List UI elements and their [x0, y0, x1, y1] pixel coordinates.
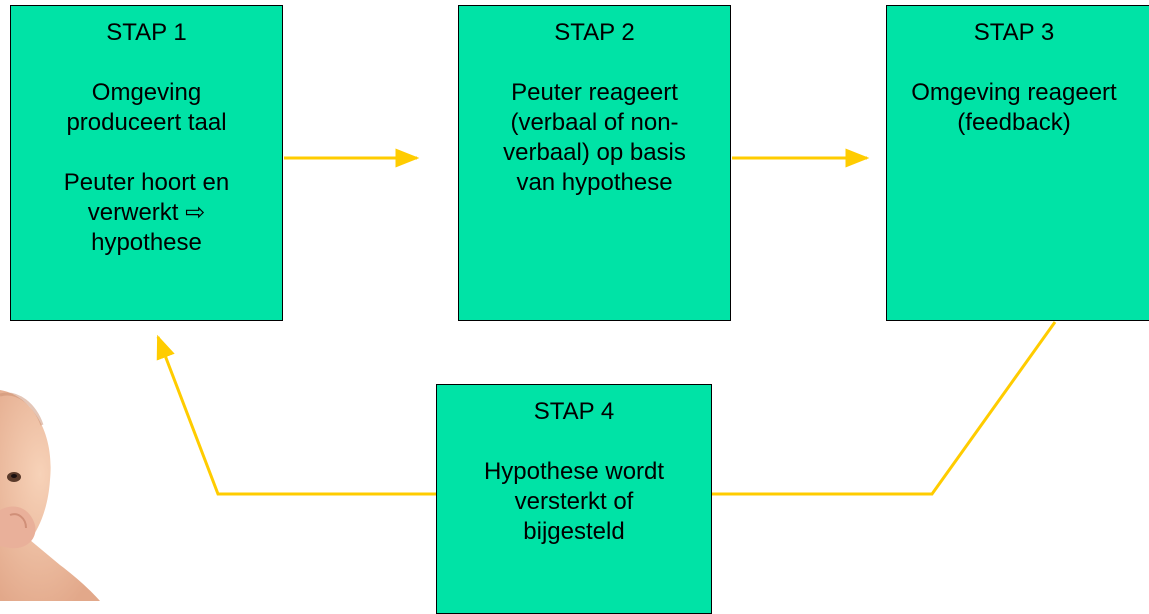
- step-2-box: STAP 2 Peuter reageert (verbaal of non- …: [458, 5, 731, 321]
- step-1-line: produceert taal: [66, 109, 227, 136]
- step-4-box: STAP 4 Hypothese wordt versterkt of bijg…: [436, 384, 712, 614]
- step-1-line: verwerkt ⇨: [87, 199, 206, 226]
- step-3-title: STAP 3: [973, 19, 1055, 46]
- step-3-line: Omgeving reageert: [911, 79, 1117, 106]
- arrow-step4-to-step1: [156, 334, 436, 496]
- step-1-line: Omgeving: [91, 79, 202, 106]
- step-2-line: Peuter reageert: [511, 79, 678, 106]
- step-3-box: STAP 3 Omgeving reageert (feedback): [886, 5, 1149, 321]
- step-2-line: van hypothese: [516, 169, 673, 196]
- step-4-line: versterkt of: [514, 488, 634, 515]
- step-1-line: hypothese: [91, 229, 202, 256]
- step-1-line: Peuter hoort en: [63, 169, 230, 196]
- step-1-box: STAP 1 Omgeving produceert taal Peuter h…: [10, 5, 283, 321]
- step-4-line: Hypothese wordt: [483, 458, 665, 485]
- step-1-body: Omgeving produceert taal Peuter hoort en…: [11, 78, 282, 258]
- step-4-title: STAP 4: [533, 398, 615, 425]
- step-2-line: (verbaal of non-: [510, 109, 679, 136]
- step-2-title: STAP 2: [554, 19, 635, 46]
- step-2-line: verbaal) op basis: [503, 139, 686, 166]
- step-1-spacer: [11, 138, 282, 168]
- step-4-line: bijgesteld: [523, 518, 625, 545]
- step-3-body: Omgeving reageert (feedback): [887, 78, 1141, 138]
- baby-photo: [0, 390, 100, 601]
- step-1-title: STAP 1: [106, 19, 187, 46]
- step-2-body: Peuter reageert (verbaal of non- verbaal…: [459, 78, 730, 198]
- arrow-step3-to-step4: [712, 321, 1057, 496]
- step-3-line: (feedback): [957, 109, 1071, 136]
- step-4-body: Hypothese wordt versterkt of bijgesteld: [437, 457, 711, 547]
